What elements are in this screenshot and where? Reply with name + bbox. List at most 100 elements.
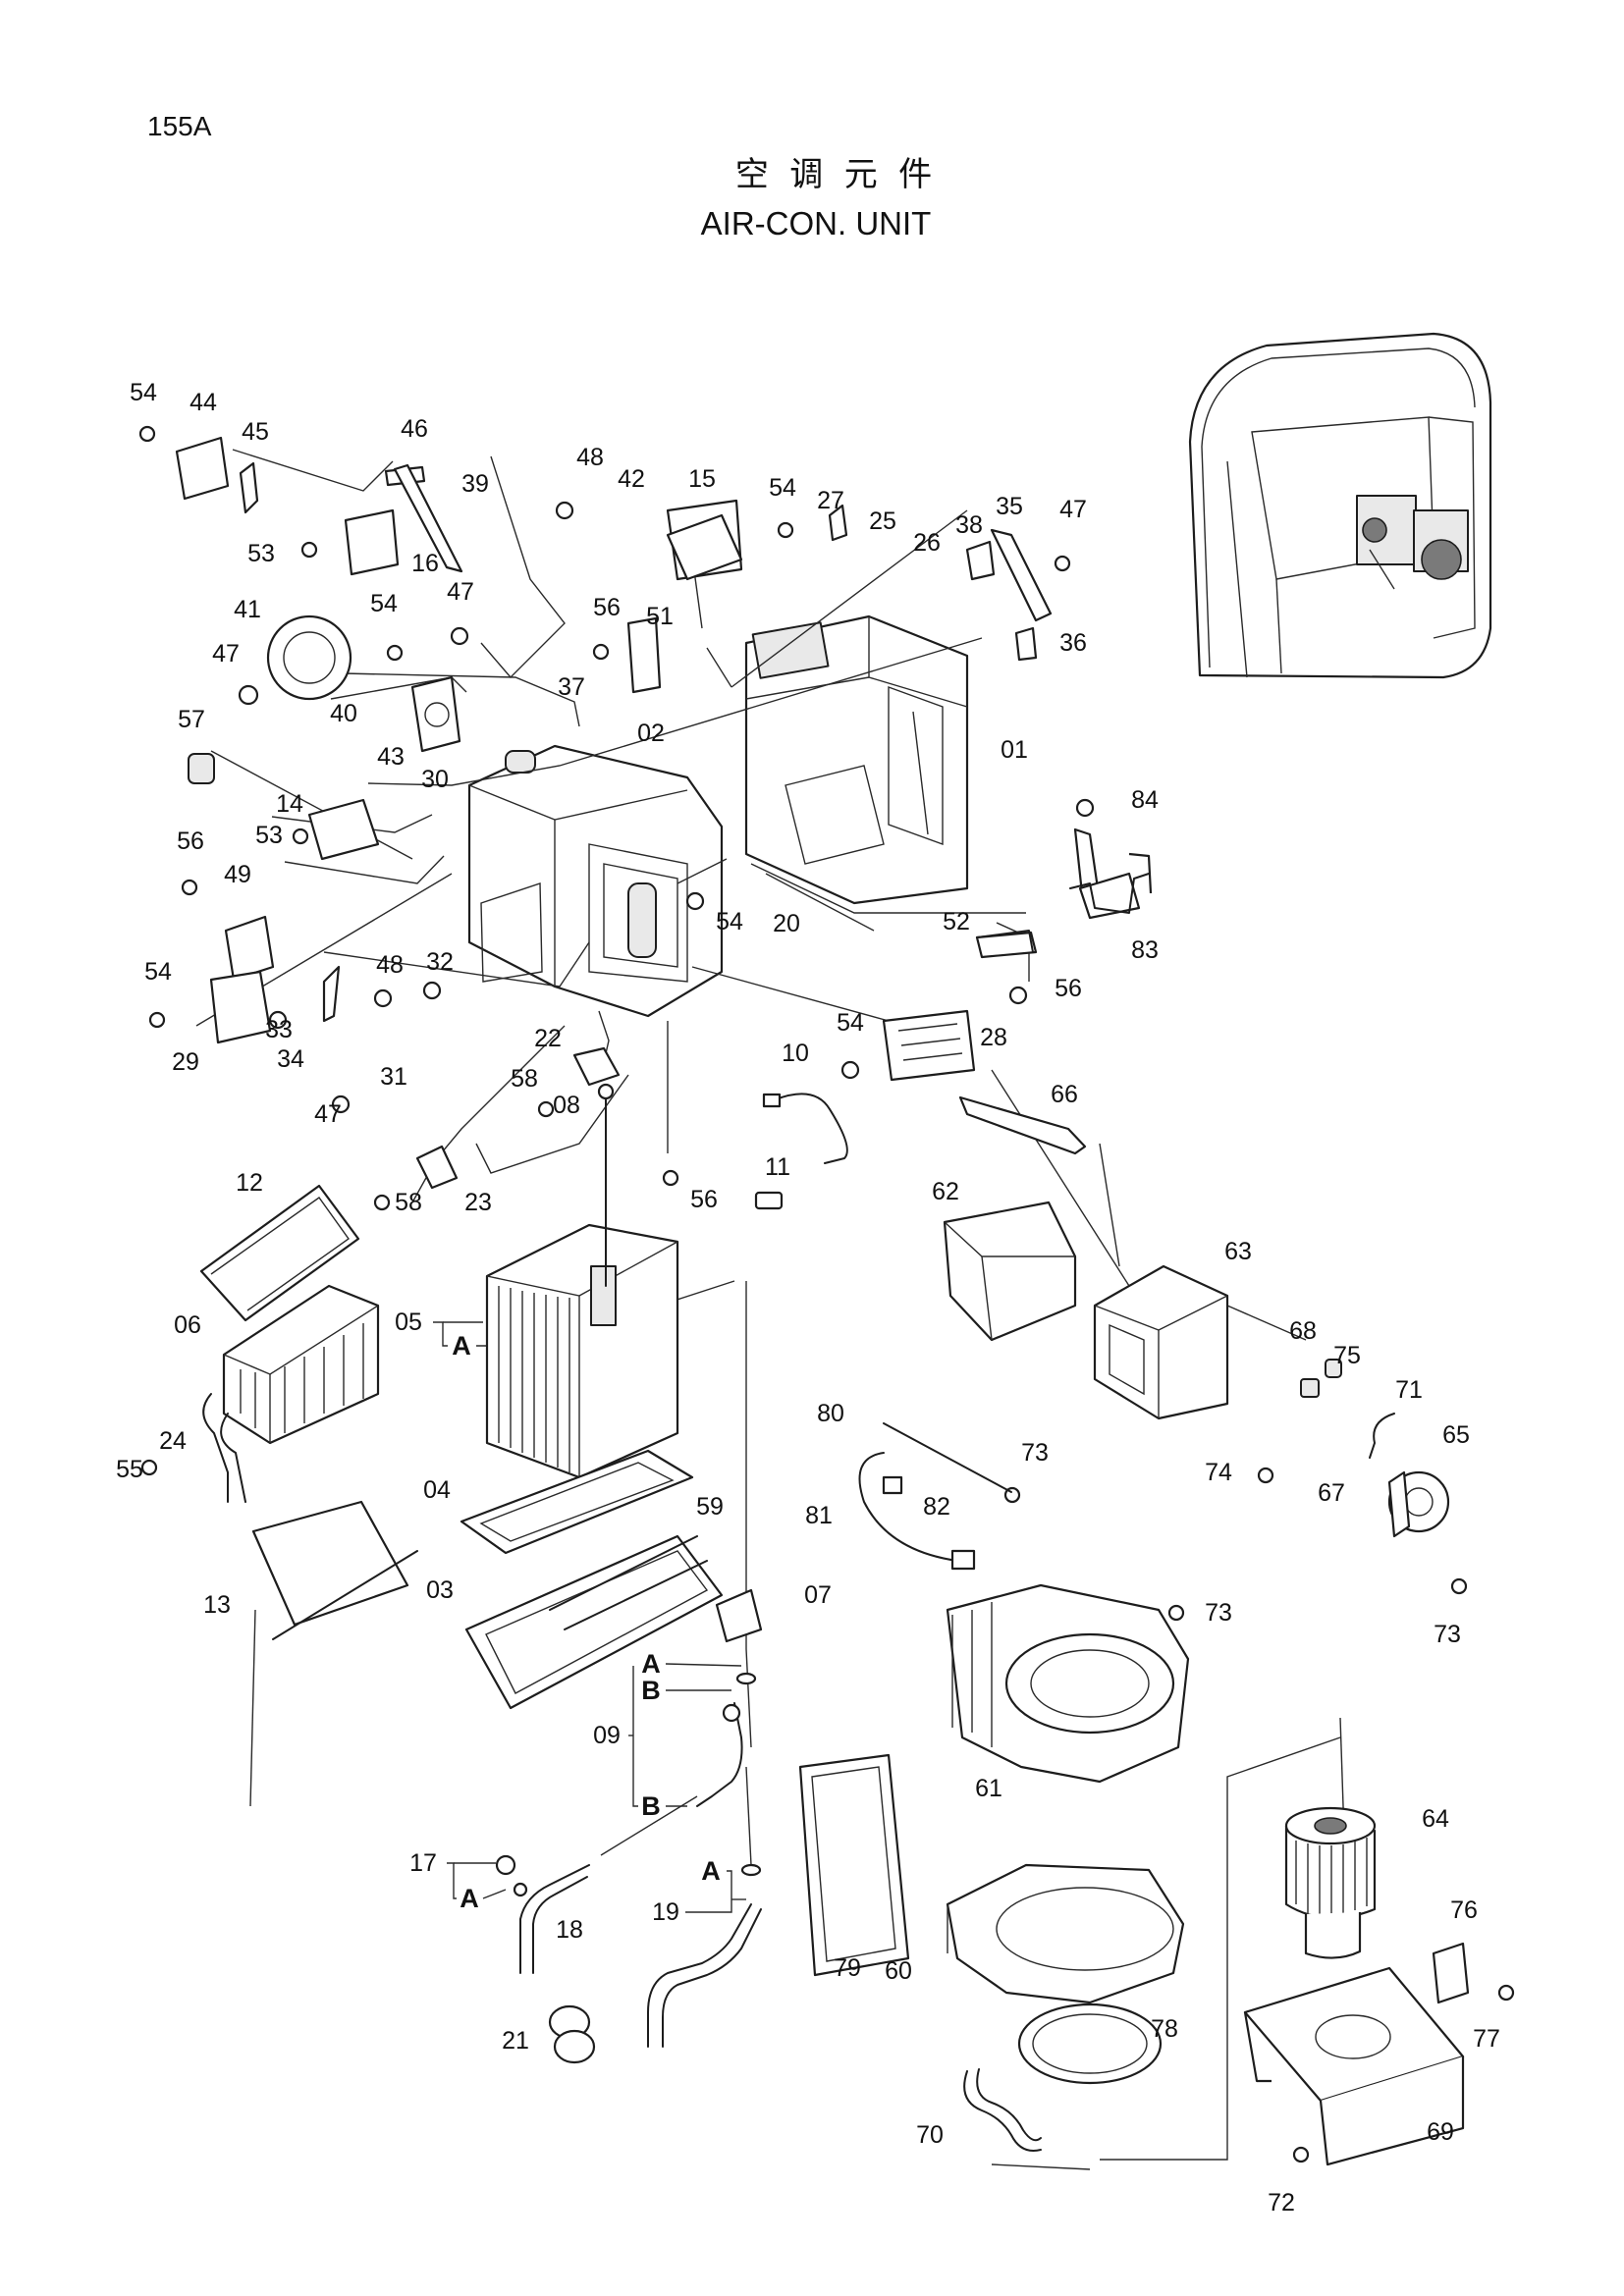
page-number: 155A xyxy=(147,111,212,141)
callout: 59 xyxy=(696,1493,724,1521)
callout: 41 xyxy=(234,596,261,623)
callout: 67 xyxy=(1318,1479,1345,1507)
callout: 56 xyxy=(690,1186,718,1213)
callout: 57 xyxy=(178,706,205,733)
cab-illustration xyxy=(1188,332,1492,679)
callout: 47 xyxy=(212,640,240,667)
callout: 48 xyxy=(576,444,604,471)
callout: 60 xyxy=(885,1957,912,1985)
callout: 56 xyxy=(1055,975,1082,1002)
callout: 08 xyxy=(553,1092,580,1119)
actuator-65 xyxy=(1387,1470,1450,1538)
bracket-83 xyxy=(1069,873,1150,914)
callout: 17 xyxy=(409,1849,437,1877)
callout: 55 xyxy=(116,1456,143,1483)
ring-78 xyxy=(1017,2002,1163,2085)
callout: 18 xyxy=(556,1916,583,1944)
callout: 80 xyxy=(817,1400,844,1427)
callout: 45 xyxy=(242,418,269,446)
callout: 26 xyxy=(913,529,941,557)
callout: 33 xyxy=(265,1016,293,1043)
bars-59 xyxy=(549,1535,708,1630)
callout: 47 xyxy=(314,1100,342,1128)
callout: 54 xyxy=(370,590,398,617)
sensor-07 xyxy=(715,1588,763,1643)
bracket-52 xyxy=(976,930,1034,953)
callout: 07 xyxy=(804,1581,832,1609)
tray-03 xyxy=(464,1534,724,1710)
callout: 47 xyxy=(447,578,474,606)
callout: 64 xyxy=(1422,1805,1449,1833)
callout: 13 xyxy=(203,1591,231,1619)
evaporator-05 xyxy=(485,1223,679,1479)
housing-60 xyxy=(946,1863,1185,2004)
callout: 28 xyxy=(980,1024,1007,1051)
callout: 36 xyxy=(1059,629,1087,657)
bracket-69 xyxy=(1243,1966,1465,2166)
rod-08 xyxy=(597,1083,615,1287)
callout: 81 xyxy=(805,1502,833,1529)
callout: 74 xyxy=(1205,1459,1232,1486)
callout: 76 xyxy=(1450,1896,1478,1924)
callout: 09 xyxy=(593,1722,621,1749)
callout: 12 xyxy=(236,1169,263,1197)
callout: 51 xyxy=(646,603,674,630)
callout: 77 xyxy=(1473,2025,1500,2053)
duct-62 xyxy=(943,1201,1077,1342)
tray-04 xyxy=(460,1449,694,1555)
callout: 01 xyxy=(1001,736,1028,764)
callout: 48 xyxy=(376,951,404,979)
callout: 58 xyxy=(511,1065,538,1093)
callout: 73 xyxy=(1021,1439,1049,1467)
callout: 34 xyxy=(277,1045,304,1073)
callout: 53 xyxy=(255,822,283,849)
callout: 39 xyxy=(461,470,489,498)
link-71 xyxy=(1369,1413,1395,1459)
callout: 61 xyxy=(975,1775,1002,1802)
callout: 38 xyxy=(955,511,983,539)
callout: 66 xyxy=(1051,1081,1078,1108)
housing-01 xyxy=(744,614,969,905)
callout: 16 xyxy=(411,550,439,577)
callout-letter: B xyxy=(641,1791,661,1821)
callout: 10 xyxy=(782,1040,809,1067)
callout: 78 xyxy=(1151,2015,1178,2043)
callout: 65 xyxy=(1442,1421,1470,1449)
callout: 24 xyxy=(159,1427,187,1455)
callout: 02 xyxy=(637,720,665,747)
callout: 62 xyxy=(932,1178,959,1205)
callout: 73 xyxy=(1205,1599,1232,1627)
hose-70 xyxy=(963,2068,1042,2152)
blower-motor-64 xyxy=(1284,1806,1377,1959)
callout: 63 xyxy=(1224,1238,1252,1265)
callout: 79 xyxy=(834,1954,861,1982)
callout: 56 xyxy=(593,594,621,621)
callout: 54 xyxy=(144,958,172,986)
callout: 11 xyxy=(765,1153,790,1181)
callout: 68 xyxy=(1289,1317,1317,1345)
callout: 25 xyxy=(869,507,896,535)
callout: 06 xyxy=(174,1311,201,1339)
callout: 21 xyxy=(502,2027,529,2055)
callout: 35 xyxy=(996,493,1023,520)
callout: 44 xyxy=(189,389,217,416)
callout: 54 xyxy=(837,1009,864,1037)
callout: 54 xyxy=(769,474,796,502)
callout: 75 xyxy=(1333,1342,1361,1369)
filter-15 xyxy=(666,513,743,581)
callout: 04 xyxy=(423,1476,451,1504)
sensor-11 xyxy=(754,1191,784,1210)
callout: 40 xyxy=(330,700,357,727)
callout: 19 xyxy=(652,1898,679,1926)
filter-13 xyxy=(251,1500,418,1640)
callout: 69 xyxy=(1427,2118,1454,2146)
callout: 20 xyxy=(773,910,800,937)
plate-66 xyxy=(958,1095,1087,1155)
callout: 58 xyxy=(395,1189,422,1216)
callout-letter: A xyxy=(701,1856,721,1886)
callout: 72 xyxy=(1268,2189,1295,2216)
pipe-09 xyxy=(696,1672,757,1807)
callout: 84 xyxy=(1131,786,1159,814)
grommet-21 xyxy=(548,2004,596,2064)
